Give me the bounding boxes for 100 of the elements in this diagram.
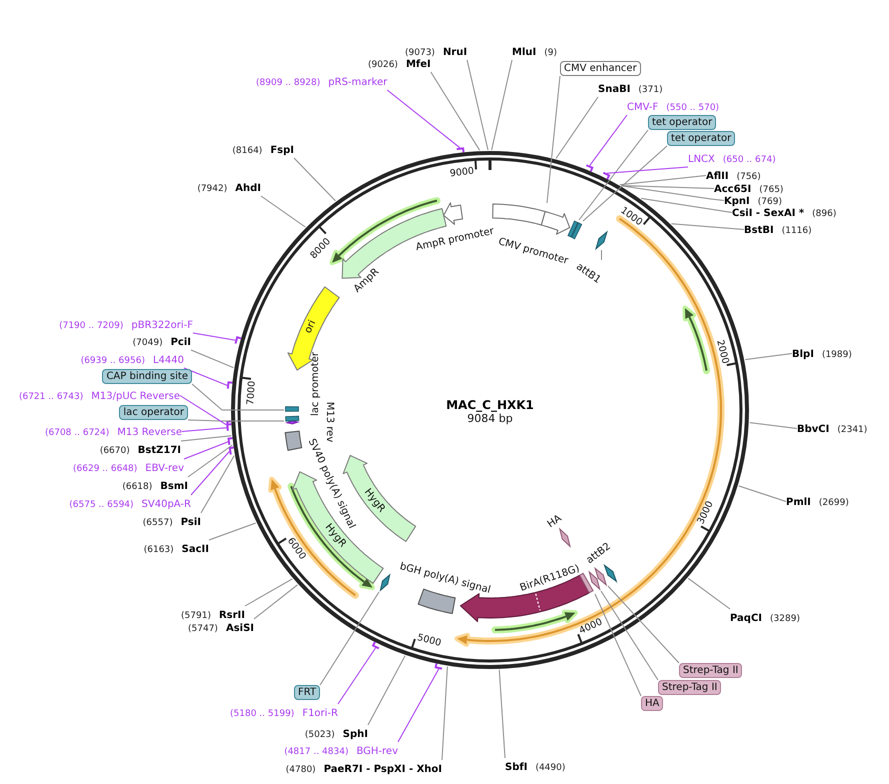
site-position: (6670) bbox=[100, 446, 130, 456]
leader-line bbox=[688, 578, 730, 610]
feature-tag: Strep-Tag II bbox=[679, 663, 742, 678]
leader-line bbox=[556, 96, 598, 159]
enzyme-name: MluI bbox=[512, 47, 536, 58]
leader-line bbox=[182, 427, 228, 432]
leader-line bbox=[180, 435, 232, 442]
primer-range: (6629 .. 6648) bbox=[73, 464, 138, 474]
tick-label: 5000 bbox=[416, 632, 442, 650]
leader-line bbox=[398, 668, 440, 742]
site-position: (6163) bbox=[144, 545, 174, 555]
leader-line bbox=[320, 592, 380, 686]
primer-name: M13/pUC Reverse bbox=[91, 391, 180, 402]
site-position: (4490) bbox=[535, 763, 566, 773]
leader-line bbox=[582, 146, 668, 222]
enzyme-name: SphI bbox=[342, 729, 368, 740]
site-position: (765) bbox=[759, 185, 784, 195]
site-position: (5747) bbox=[188, 624, 218, 634]
site-position: (4780) bbox=[286, 765, 316, 775]
enzyme-name: CsiI - SexAI * bbox=[732, 208, 804, 219]
plasmid-name: MAC_C_HXK1 bbox=[446, 398, 534, 412]
feature-name: ori bbox=[303, 318, 320, 336]
leader-line bbox=[208, 522, 256, 540]
enzyme-name: AsiSI bbox=[226, 623, 254, 634]
enzyme-name: FspI bbox=[270, 145, 294, 156]
tick-label: 7000 bbox=[244, 380, 258, 406]
site-position: (756) bbox=[736, 172, 761, 182]
leader-line bbox=[294, 158, 336, 202]
enzyme-name: PsiI bbox=[180, 517, 201, 528]
feature-name: bGH poly(A) signal bbox=[398, 561, 492, 597]
leader-line bbox=[192, 332, 236, 341]
leader-line bbox=[498, 669, 506, 758]
leader-line bbox=[578, 130, 648, 220]
site-position: (7049) bbox=[132, 338, 163, 348]
leader-line bbox=[606, 166, 688, 174]
enzyme-name: BstZ17I bbox=[138, 445, 181, 456]
primer-range: (550 .. 570) bbox=[666, 103, 720, 113]
site-position: (7942) bbox=[197, 184, 228, 194]
leader-line bbox=[620, 185, 714, 189]
enzyme-name: NruI bbox=[442, 47, 468, 58]
primer-name: EBV-rev bbox=[145, 463, 184, 474]
leader-line bbox=[619, 175, 706, 186]
primer-range: (7190 .. 7209) bbox=[59, 321, 124, 331]
leader-line bbox=[738, 485, 786, 502]
primer-range: (6575 .. 6594) bbox=[69, 500, 134, 510]
leader-line bbox=[254, 584, 298, 620]
primer-name: M13 Reverse bbox=[117, 427, 182, 438]
primer-range: (8909 .. 8928) bbox=[256, 78, 320, 88]
enzyme-name: SbfI bbox=[505, 762, 528, 773]
leader-line bbox=[589, 114, 628, 166]
enzyme-name: AflII bbox=[706, 171, 729, 182]
site-position: (2699) bbox=[818, 498, 849, 508]
leader-line bbox=[600, 590, 658, 680]
feature-tag: FRT bbox=[294, 685, 320, 700]
feature-tag: tet operator bbox=[648, 115, 716, 130]
enzyme-name: Acc65I bbox=[714, 184, 752, 195]
tick-label: 9000 bbox=[449, 165, 475, 180]
enzyme-name: BstBI bbox=[744, 225, 774, 236]
leader-line bbox=[594, 594, 642, 696]
enzyme-name: KpnI bbox=[724, 196, 750, 207]
primer-name: F1ori-R bbox=[302, 708, 338, 719]
feature-name: M13 rev bbox=[324, 402, 335, 442]
enzyme-name: RsrII bbox=[218, 610, 245, 621]
leader-line bbox=[744, 353, 792, 360]
leader-line bbox=[188, 444, 233, 478]
enzyme-name: BbvCI bbox=[797, 424, 830, 435]
primer-name: CMV-F bbox=[627, 102, 658, 113]
enzyme-name: PaeR7I - PspXI - XhoI bbox=[324, 764, 442, 775]
feature-name: HA bbox=[546, 512, 564, 532]
primer-range: (5180 .. 5199) bbox=[230, 709, 294, 719]
enzyme-name: PmlI bbox=[786, 497, 811, 508]
plasmid-length: 9084 bp bbox=[467, 413, 513, 425]
feature-tag: CAP binding site bbox=[102, 369, 192, 384]
site-position: (769) bbox=[758, 197, 782, 207]
site-position: (1116) bbox=[782, 226, 812, 236]
leader-line bbox=[546, 76, 560, 204]
tick-label: 2000 bbox=[712, 338, 731, 365]
feature-tag: Strep-Tag II bbox=[658, 680, 722, 695]
feature-name: lac promoter bbox=[310, 352, 322, 416]
site-position: (5023) bbox=[304, 730, 335, 740]
leader-line bbox=[244, 578, 293, 606]
enzyme-name: BsmI bbox=[160, 481, 188, 492]
enzyme-name: BlpI bbox=[792, 349, 814, 360]
tick-label: 3000 bbox=[695, 499, 716, 526]
leader-line bbox=[200, 455, 235, 514]
site-position: (2341) bbox=[837, 425, 868, 435]
site-position: (8164) bbox=[232, 146, 262, 156]
leader-line bbox=[430, 72, 480, 151]
site-position: (9026) bbox=[368, 60, 398, 70]
leader-line bbox=[180, 395, 227, 426]
leader-line bbox=[190, 451, 230, 496]
leader-line bbox=[640, 198, 732, 213]
leader-line bbox=[608, 586, 680, 664]
site-position: (9) bbox=[544, 48, 557, 58]
leader-line bbox=[188, 420, 284, 422]
site-position: (896) bbox=[812, 209, 836, 219]
leader-line bbox=[190, 350, 234, 368]
primer-range: (6939 .. 6956) bbox=[80, 356, 145, 366]
enzyme-name: AhdI bbox=[235, 183, 261, 194]
site-position: (371) bbox=[638, 85, 663, 95]
